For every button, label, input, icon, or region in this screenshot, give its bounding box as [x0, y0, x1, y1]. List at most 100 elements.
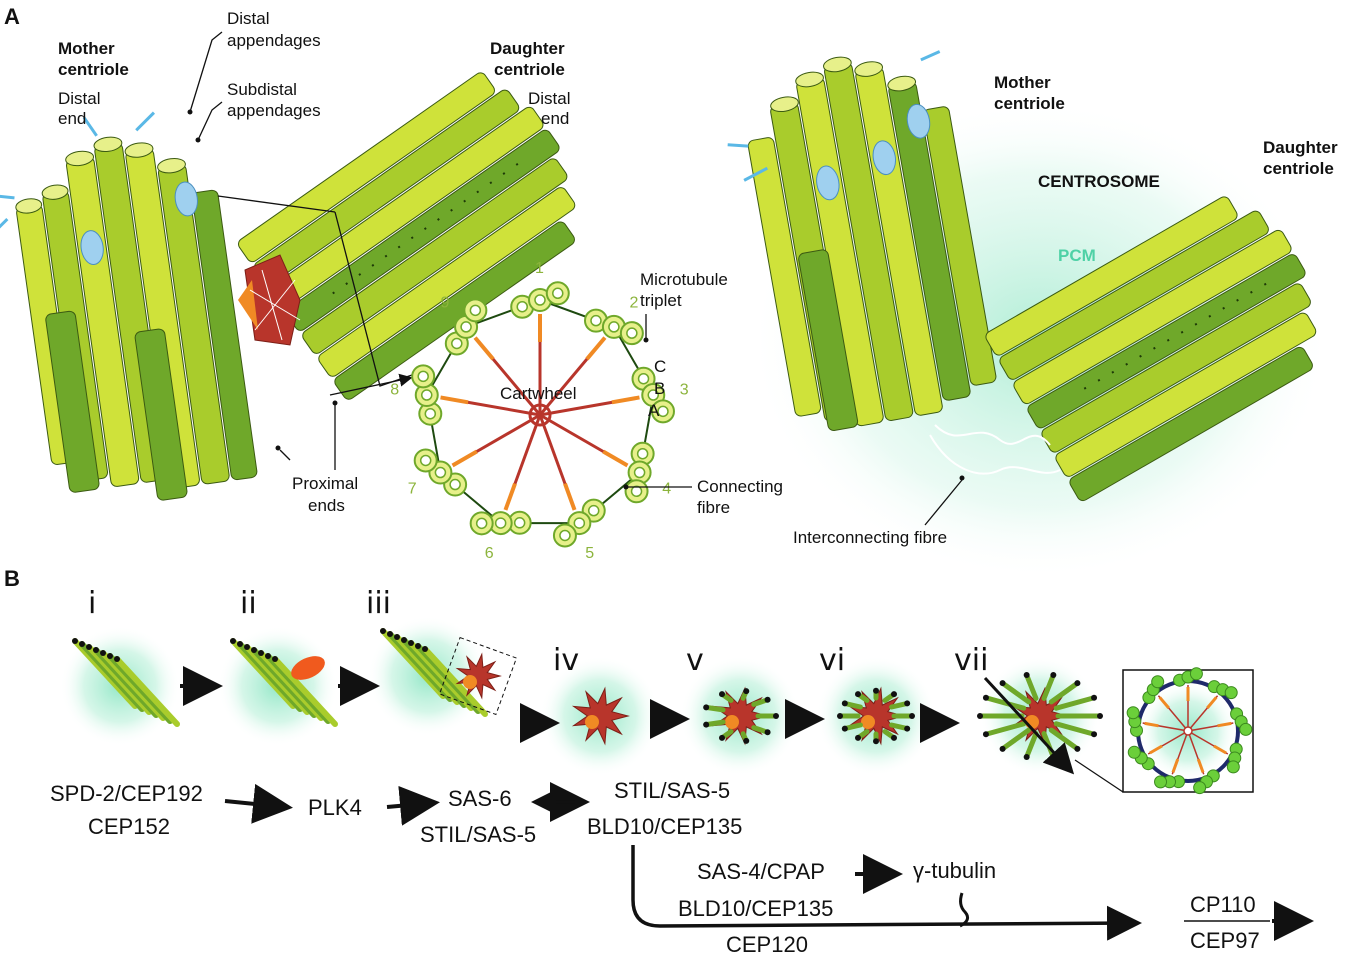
centriole-microtubule	[93, 647, 159, 718]
microtubule-tip	[773, 713, 779, 719]
centrosome-label: CENTROSOME	[1038, 172, 1160, 191]
microtubule-tip	[982, 731, 989, 738]
triplet-number: 5	[585, 545, 594, 562]
microtubule-lumen	[647, 389, 660, 401]
centriole-microtubule	[86, 644, 152, 715]
protein-stil-sas5-a: STIL/SAS-5	[420, 822, 536, 847]
plk4-focus	[291, 656, 325, 680]
zoom-arrow	[329, 373, 413, 396]
interconnecting-fibre-label: Interconnecting fibre	[793, 528, 947, 547]
daughter-centriole-title: Daughter	[490, 39, 565, 58]
tubule-b: B	[654, 379, 665, 398]
microtubule-tip	[1097, 713, 1103, 719]
proximal-ends-label-2: ends	[308, 496, 345, 515]
daughter-centriole-right	[985, 196, 1317, 502]
centriole-microtubule	[415, 643, 481, 714]
zoom-line-top	[217, 195, 336, 213]
microtubule-lumen	[434, 466, 447, 479]
zoom-microtubule	[1151, 675, 1165, 689]
microtubule-triplet-label: Microtubule	[640, 270, 728, 289]
microtubule-tip	[1091, 694, 1098, 701]
microtubule-tip	[1023, 672, 1030, 679]
microtubule-tip	[230, 638, 236, 644]
protein-plk4: PLK4	[308, 795, 362, 820]
centriole-microtubule	[244, 644, 310, 715]
microtubule-tip	[999, 680, 1006, 687]
microtubule-tip	[107, 653, 113, 659]
microtubule-tip	[394, 634, 400, 640]
microtubule-tip	[743, 688, 750, 695]
microtubule-lumen	[552, 287, 564, 300]
microtubule-lumen	[460, 321, 472, 333]
microtubule-tip	[93, 647, 99, 653]
microtubule-lumen	[657, 405, 669, 418]
microtubule-tip	[408, 640, 414, 646]
microtubule-tip	[1074, 680, 1081, 687]
microtubule-tip	[873, 687, 879, 694]
microtubule-tip	[764, 696, 771, 703]
microtubule-tip	[743, 737, 750, 744]
centriole-microtubule	[394, 634, 460, 705]
centriole-microtubule	[258, 650, 324, 721]
microtubule-tip	[244, 644, 250, 650]
mother-centriole-title: Mother	[58, 39, 115, 58]
protein-cep97: CEP97	[1190, 928, 1260, 953]
centriole-microtubule	[100, 650, 166, 721]
microtubule-tip	[1091, 731, 1098, 738]
protein-stil-sas5-b: STIL/SAS-5	[614, 778, 730, 803]
microtubule-lumen	[516, 300, 528, 313]
zoom-microtubule	[1154, 775, 1168, 789]
zoom-microtubule	[1127, 745, 1141, 759]
growing-microtubule	[1053, 695, 1097, 711]
zoom-microtubule	[1239, 722, 1253, 736]
pinhead	[585, 336, 607, 361]
microtubule-tip	[703, 721, 710, 728]
protein-cp110: CP110	[1190, 892, 1256, 917]
microtubule-lumen	[424, 407, 437, 420]
centriole-microtubule	[114, 656, 180, 727]
microtubule-lumen	[494, 517, 507, 529]
mother-centriole-right-title: Mother	[994, 73, 1051, 92]
daughter-centriole-title-2: centriole	[494, 60, 565, 79]
centriole-microtubule	[107, 653, 173, 724]
connecting-fibre-label-2: fibre	[697, 498, 730, 517]
zoom-dashed-box	[438, 636, 518, 716]
triplet-number: 1	[535, 260, 544, 277]
microtubule-tip	[100, 650, 106, 656]
microtubule-tip	[904, 725, 911, 732]
protein-sas4-cpap: SAS-4/CPAP	[697, 859, 825, 884]
protein-spd2-cep192: SPD-2/CEP192	[50, 781, 203, 806]
panel-b-label: B	[4, 566, 20, 591]
zoom-hub	[1183, 726, 1193, 736]
centriole-microtubule	[272, 656, 338, 727]
microtubule-tip	[999, 745, 1006, 752]
microtubule-lumen	[637, 372, 650, 385]
growing-microtubule	[1024, 731, 1039, 760]
microtubule-lumen	[633, 466, 646, 479]
mother-centriole-right	[727, 50, 997, 432]
cartwheel-star	[847, 686, 906, 746]
microtubule-tip	[703, 704, 710, 711]
growing-microtubule	[1024, 672, 1039, 701]
microtubule-tip	[1050, 672, 1057, 679]
microtubule-triplet-label-2: triplet	[640, 291, 682, 310]
microtubule-tip	[977, 713, 983, 719]
stage-i: i	[88, 586, 96, 621]
microtubule-tip	[237, 641, 243, 647]
centriole-microtubule	[251, 647, 317, 718]
microtubule-lumen	[451, 337, 463, 350]
zoom-pinhead	[1206, 696, 1218, 709]
subdistal-appendages-label: Subdistal	[227, 80, 297, 99]
tubule-a: A	[648, 401, 660, 420]
connecting-fibre-label: Connecting	[697, 477, 783, 496]
pinhead	[611, 395, 640, 405]
microtubule-tip	[272, 656, 278, 662]
protein-sas6: SAS-6	[448, 786, 512, 811]
zoom-microtubule	[1189, 667, 1203, 681]
triplet-number: 3	[680, 381, 689, 398]
zoom-pinhead	[1158, 696, 1170, 709]
microtubule-tip	[982, 694, 989, 701]
pinhead	[503, 482, 517, 511]
microtubule-tip	[1023, 753, 1030, 760]
